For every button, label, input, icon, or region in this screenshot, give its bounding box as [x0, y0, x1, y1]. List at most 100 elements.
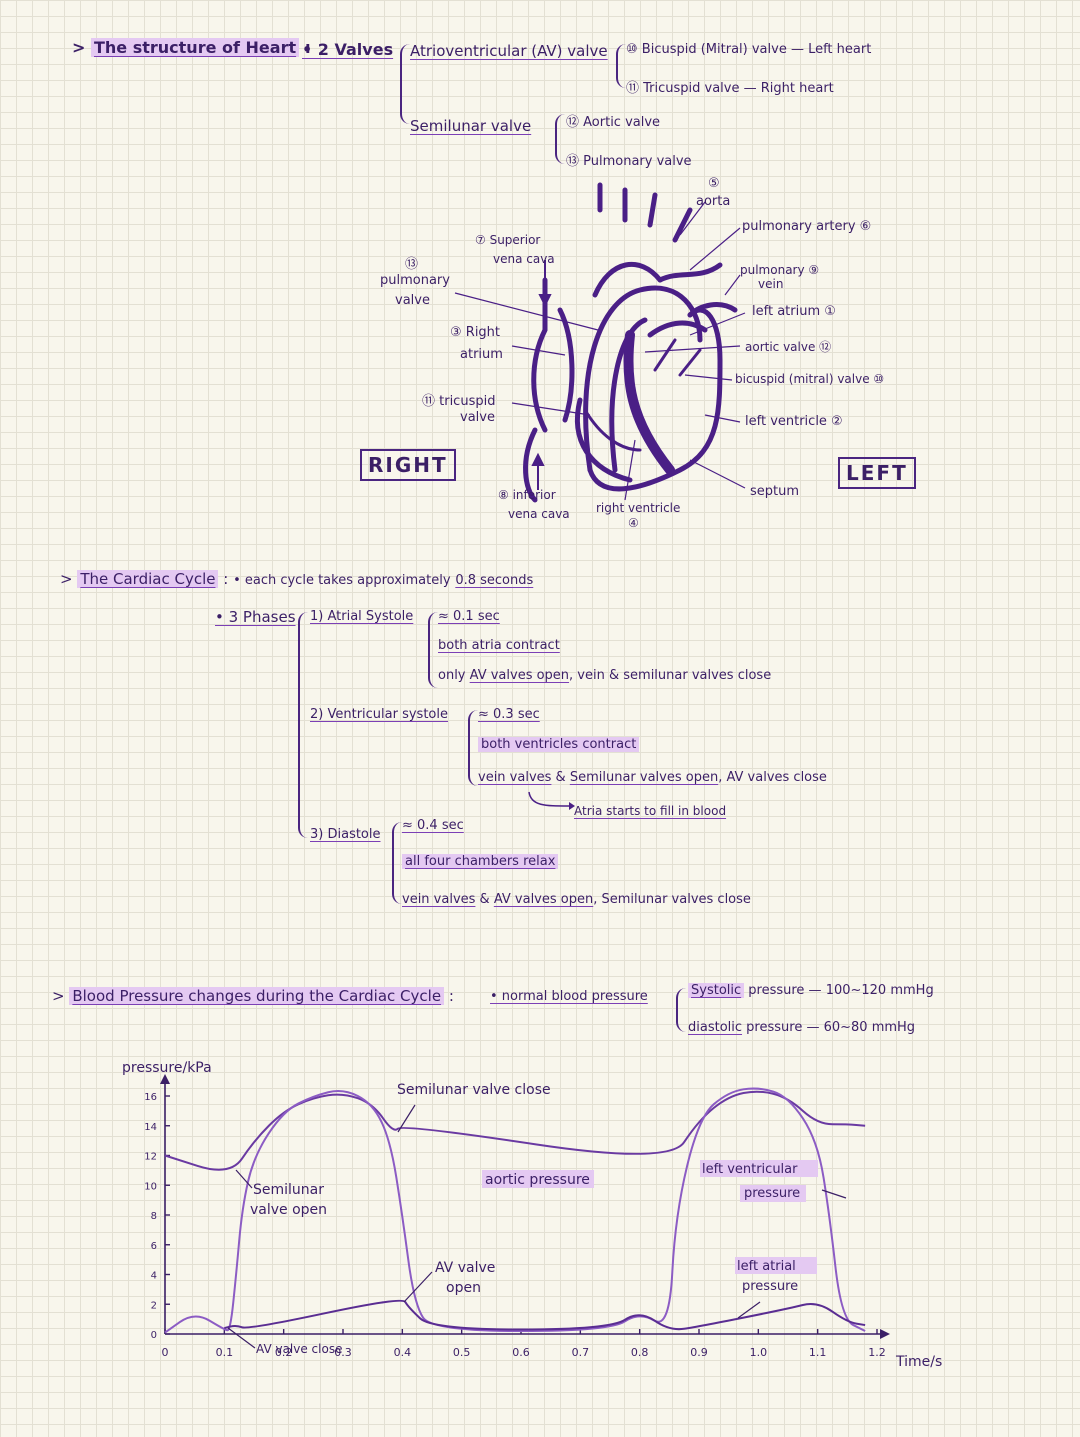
phase1-b-ul: AV valves open: [469, 668, 570, 683]
x-tick-label: 0: [162, 1346, 169, 1359]
pulmonary-valve-num: ⑬: [405, 257, 419, 272]
left-ventricle-label: left ventricle ②: [745, 414, 843, 429]
y-tick-label: 2: [151, 1300, 157, 1311]
phase2-label: 2) Ventricular systole: [310, 707, 448, 722]
phase2-item-c: Atria starts to fill in blood: [574, 804, 727, 818]
phase2-brace: [468, 710, 478, 786]
cycle-title: The Cardiac Cycle: [77, 570, 219, 588]
x-tick-label: 0.1: [216, 1346, 234, 1359]
x-tick-label: 0.6: [512, 1346, 530, 1359]
pulmonary-vein-label-2: vein: [758, 277, 784, 291]
x-tick-label: 0.3: [334, 1346, 352, 1359]
right-ventricle-num: ④: [628, 516, 639, 530]
phase2-item-b: vein valves & Semilunar valves open, AV …: [478, 770, 827, 785]
tricuspid-label-2: valve: [460, 410, 495, 425]
phase1-b-pre: only: [438, 668, 466, 683]
annotation-av-open-1: AV valve: [435, 1260, 495, 1276]
cycle-section-title: > The Cardiac Cycle : • each cycle takes…: [60, 570, 534, 588]
x-axis-label: Time/s: [895, 1354, 942, 1370]
y-axis-label: pressure/kPa: [122, 1060, 212, 1076]
pulmonary-valve-item: ⑬ Pulmonary valve: [566, 154, 692, 169]
x-tick-label: 0.9: [690, 1346, 708, 1359]
phase3-b-post: , Semilunar valves close: [593, 892, 751, 907]
x-tick-label: 0.7: [572, 1346, 590, 1359]
bp-diastolic: diastolic pressure — 60~80 mmHg: [688, 1020, 915, 1035]
y-tick-label: 0: [151, 1330, 157, 1341]
heart-title: The structure of Heart: [90, 38, 300, 57]
x-tick-label: 0.2: [275, 1346, 293, 1359]
av-valve-label: Atrioventricular (AV) valve: [410, 42, 608, 60]
bp-diastolic-ul: diastolic: [688, 1020, 743, 1035]
bp-systolic: Systolic pressure — 100~120 mmHg: [688, 983, 934, 998]
aorta-label: aorta: [696, 194, 731, 209]
left-side-box: LEFT: [838, 457, 916, 489]
phase3-time: ≈ 0.4 sec: [402, 818, 464, 833]
phase2-arrow: [528, 791, 575, 810]
x-tick-label: 1.0: [750, 1346, 768, 1359]
pulmonary-vein-label-1: pulmonary ⑨: [740, 263, 820, 277]
svc-label-2: vena cava: [493, 252, 555, 266]
bp-diastolic-rest: pressure — 60~80 mmHg: [742, 1020, 916, 1035]
ivc-label-2: vena cava: [508, 507, 570, 521]
series-line-aortic-pressure: [164, 1090, 866, 1171]
phase3-label: 3) Diastole: [310, 827, 381, 842]
phase3-b-ul1: vein valves: [402, 892, 476, 907]
y-tick-label: 8: [151, 1211, 157, 1222]
x-tick-label: 0.4: [394, 1346, 412, 1359]
phase2-b-post: , AV valves close: [718, 770, 827, 785]
left-wall: [587, 307, 723, 492]
phase2-item-a: both ventricles contract: [478, 737, 640, 752]
septum-shape: [623, 330, 675, 475]
pulmonary-valve-label-2: valve: [395, 293, 430, 308]
pulmonary-artery-vessel: [657, 262, 723, 283]
annotation-semilunar-open-1: Semilunar: [253, 1182, 324, 1198]
phase3-brace: [392, 822, 402, 904]
bicuspid-valve-item: ⑩ Bicuspid (Mitral) valve — Left heart: [626, 42, 872, 57]
phase2-b-amp: &: [551, 770, 570, 785]
right-atrium-label-2: atrium: [460, 347, 503, 362]
phase3-a-text: all four chambers relax: [402, 854, 559, 869]
ivc-shape: [523, 427, 538, 503]
svc-label-1: ⑦ Superior: [475, 233, 541, 247]
phase3-b-amp: &: [475, 892, 494, 907]
bp-section-title: > Blood Pressure changes during the Card…: [52, 987, 454, 1005]
ivc-label-1: ⑧ inferior: [498, 488, 556, 502]
right-atrium-label-1: ③ Right: [450, 325, 501, 340]
phase3-item-b: vein valves & AV valves open, Semilunar …: [402, 892, 751, 907]
tricuspid-valve-item: ⑪ Tricuspid valve — Right heart: [626, 81, 834, 96]
phase1-time: ≈ 0.1 sec: [438, 609, 500, 624]
series-line-left-ventricular-pressure: [164, 1087, 866, 1334]
annotation-semilunar-close: Semilunar valve close: [397, 1082, 551, 1098]
phase1-b-post: , vein & semilunar valves close: [569, 668, 772, 683]
y-tick-label: 12: [144, 1152, 157, 1163]
av-brace: [616, 44, 626, 88]
annotation-aortic-pressure: aortic pressure: [485, 1172, 590, 1188]
series-line-left-atrial-pressure: [224, 1299, 866, 1331]
heart-diagram: [454, 182, 746, 503]
bp-brace: [676, 988, 686, 1032]
pulmonary-valve-label-1: pulmonary: [380, 273, 450, 288]
left-atrium-label: left atrium ①: [752, 304, 836, 319]
aortic-valve-item: ⑫ Aortic valve: [566, 115, 661, 130]
bp-title: Blood Pressure changes during the Cardia…: [69, 987, 445, 1005]
y-tick-label: 14: [144, 1122, 157, 1133]
bp-systolic-rest: pressure — 100~120 mmHg: [744, 983, 934, 998]
phase2-a-text: both ventricles contract: [478, 737, 640, 752]
phases-label: • 3 Phases: [215, 608, 296, 626]
annotation-la-pressure-2: pressure: [742, 1279, 798, 1294]
aorta-branches: [597, 182, 693, 243]
bp-systolic-ul: Systolic: [688, 983, 745, 998]
y-tick-label: 16: [144, 1092, 157, 1103]
semilunar-brace: [555, 114, 565, 164]
x-tick-label: 0.8: [631, 1346, 649, 1359]
bicuspid-valve-label: bicuspid (mitral) valve ⑩: [735, 372, 885, 386]
annotation-av-open-2: open: [446, 1280, 481, 1296]
aorta-shape: [583, 285, 703, 473]
annotation-lv-pressure-1: left ventricular: [702, 1162, 798, 1177]
valves-label: • 2 Valves: [302, 40, 394, 59]
phase2-time: ≈ 0.3 sec: [478, 707, 540, 722]
y-axis-arrow: [160, 1074, 170, 1084]
phase2-b-ul1: vein valves: [478, 770, 552, 785]
annotation-semilunar-open-2: valve open: [250, 1202, 327, 1218]
